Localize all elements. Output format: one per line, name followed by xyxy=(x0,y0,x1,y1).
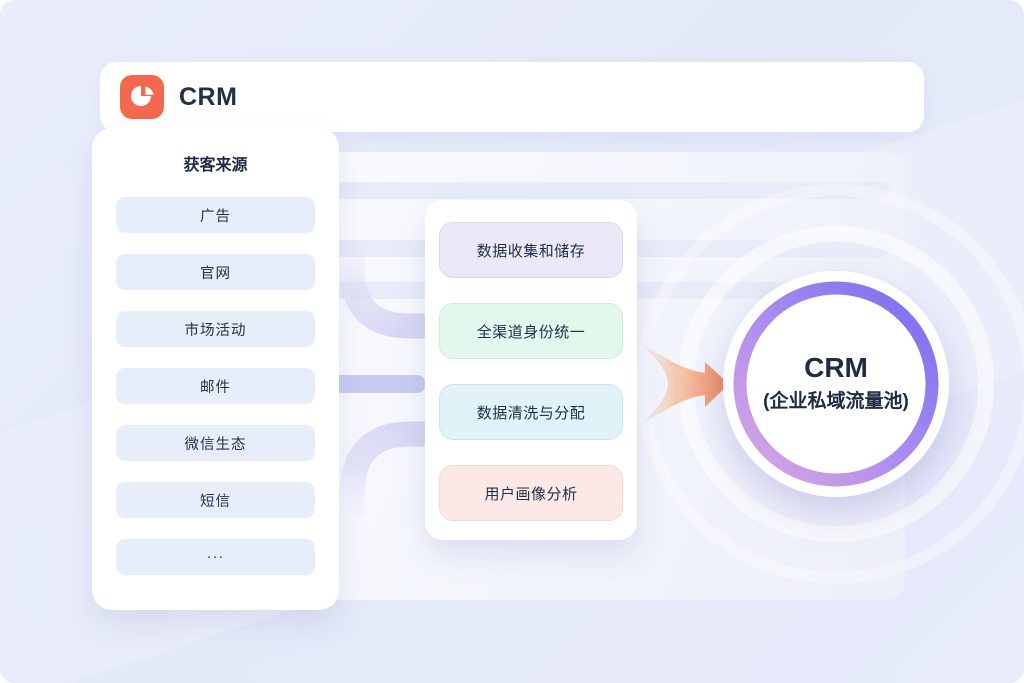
source-chip-website: 官网 xyxy=(116,254,315,290)
pipeline-panel: 数据收集和储存 全渠道身份统一 数据清洗与分配 用户画像分析 xyxy=(425,200,637,540)
source-chip-email: 邮件 xyxy=(116,368,315,404)
crm-target-subtitle: (企业私域流量池) xyxy=(763,391,909,412)
pie-chart-icon xyxy=(131,86,154,106)
skeleton-row xyxy=(170,182,890,199)
source-chip-wechat: 微信生态 xyxy=(116,425,315,461)
pipeline-step-collect: 数据收集和储存 xyxy=(439,222,623,278)
crm-target-title: CRM xyxy=(804,352,868,383)
source-chip-ads: 广告 xyxy=(116,197,315,233)
crm-logo-icon xyxy=(120,75,164,119)
source-chip-sms: 短信 xyxy=(116,482,315,518)
app-title: CRM xyxy=(179,82,238,111)
source-chip-marketing: 市场活动 xyxy=(116,311,315,347)
sources-panel: 获客来源 广告 官网 市场活动 邮件 微信生态 短信 ··· xyxy=(92,128,339,610)
crm-target-circle: CRM (企业私域流量池) xyxy=(723,271,949,497)
pipeline-step-profile: 用户画像分析 xyxy=(439,465,623,521)
pipeline-step-identity: 全渠道身份统一 xyxy=(439,303,623,359)
pipeline-step-clean: 数据清洗与分配 xyxy=(439,384,623,440)
gradient-ring xyxy=(733,281,939,487)
crm-target-text: CRM (企业私域流量池) xyxy=(723,271,949,497)
app-header: CRM xyxy=(100,62,924,132)
source-chip-more: ··· xyxy=(116,539,315,575)
arrow-right-icon xyxy=(633,338,729,430)
sources-title: 获客来源 xyxy=(183,157,248,174)
sources-list: 广告 官网 市场活动 邮件 微信生态 短信 ··· xyxy=(116,197,315,575)
